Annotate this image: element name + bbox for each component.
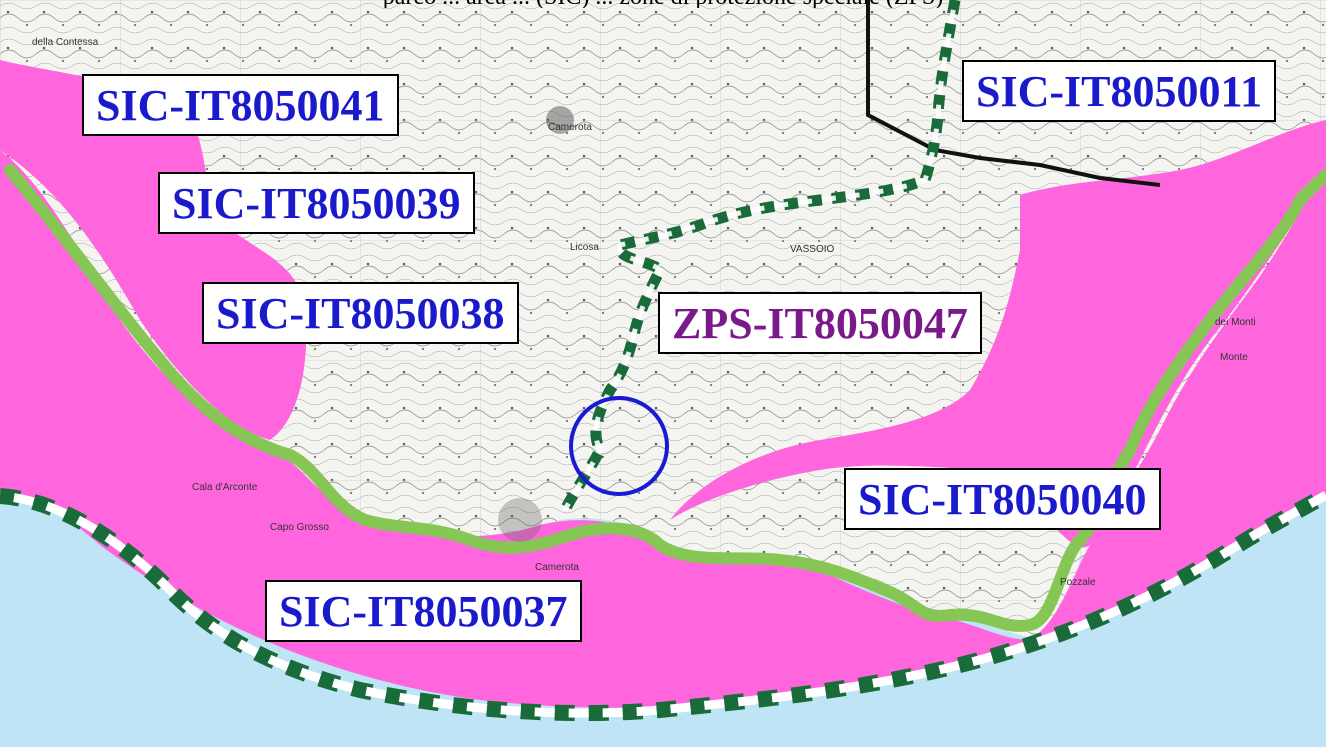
sic-area-west	[0, 60, 307, 440]
place-label-vasaio: VASSOIO	[790, 244, 834, 255]
label-zps-it8050047: ZPS-IT8050047	[658, 292, 982, 354]
marine-sic-area	[0, 150, 1326, 708]
label-sic-it8050039: SIC-IT8050039	[158, 172, 475, 234]
sic-area-east	[670, 120, 1326, 548]
place-label-pozzale: Pozzale	[1060, 577, 1096, 588]
boundary-line-black	[866, 0, 1161, 187]
label-sic-it8050038: SIC-IT8050038	[202, 282, 519, 344]
coastline-green	[4, 164, 1326, 632]
label-sic-it8050011: SIC-IT8050011	[962, 60, 1277, 122]
place-label-capo-grosso: Capo Grosso	[270, 522, 329, 533]
label-sic-it8050037: SIC-IT8050037	[265, 580, 582, 642]
place-label-cala-arconte: Cala d'Arconte	[192, 482, 258, 493]
place-label-contessa: della Contessa	[32, 37, 99, 48]
label-sic-it8050041: SIC-IT8050041	[82, 74, 399, 136]
highlight-circle	[569, 396, 669, 496]
place-label-monti: dei Monti	[1215, 317, 1256, 328]
marine-boundary	[0, 488, 1326, 722]
place-label-monte: Monte	[1220, 352, 1248, 363]
top-caption: parco ... area ... (SIC) ... zone di pro…	[0, 0, 1326, 8]
place-label-licosa: Licosa	[570, 242, 599, 253]
label-sic-it8050040: SIC-IT8050040	[844, 468, 1161, 530]
place-label-marina: Camerota	[535, 562, 579, 573]
place-label-camerota: Camerota	[548, 122, 592, 133]
